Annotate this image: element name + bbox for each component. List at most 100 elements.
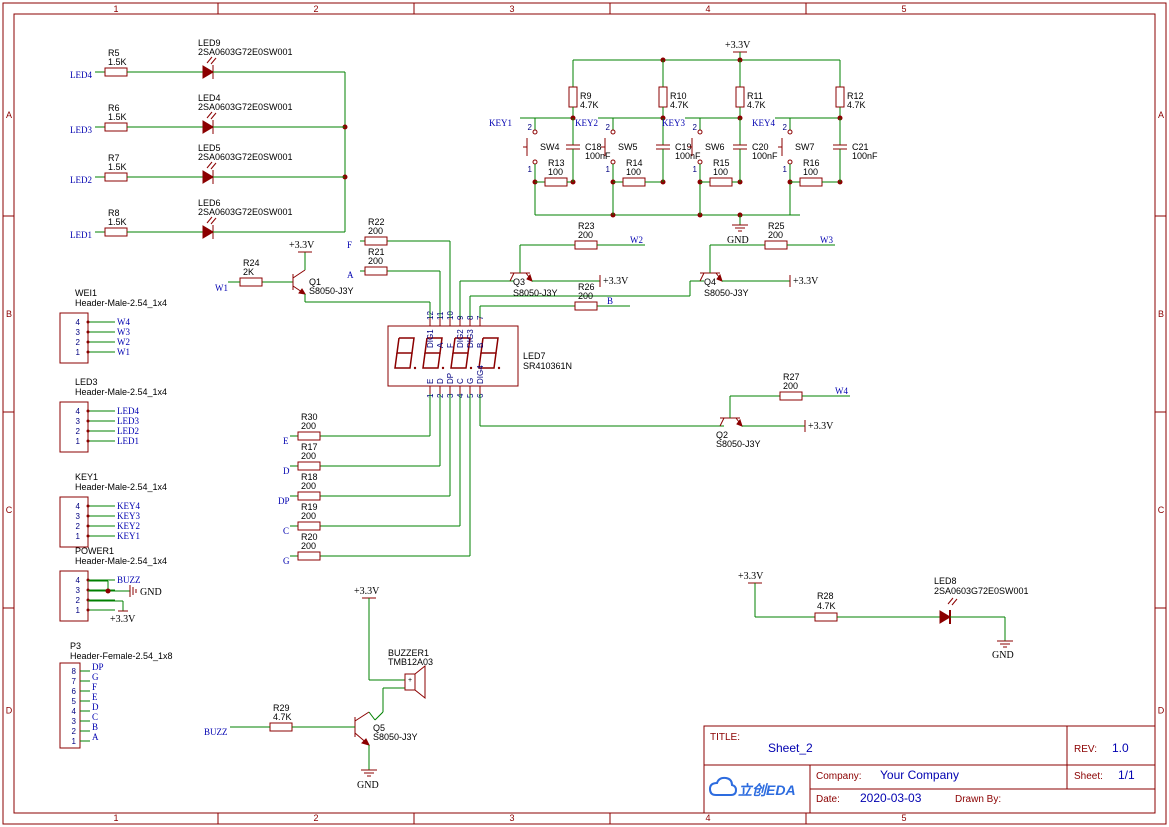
segment-resistor-ref: R18 (301, 472, 318, 482)
header-part: Header-Male-2.54_1x4 (75, 387, 167, 397)
series-resistor (622, 177, 646, 187)
segment-resistor-value: 200 (301, 541, 316, 551)
resistor-ref: R7 (108, 153, 120, 163)
column-mark: 3 (509, 4, 514, 14)
header-body (59, 401, 89, 453)
header-net: LED1 (117, 436, 139, 446)
key-net-label: KEY4 (752, 118, 775, 128)
header-ref: POWER1 (75, 546, 114, 556)
led-part: 2SA0603G72E0SW001 (198, 207, 293, 217)
pin-dot (86, 514, 90, 518)
buzzer-circuit: +3.3V + BUZZER1 TMB12A03 GND (230, 586, 433, 791)
pin-dot (86, 409, 90, 413)
pin-dot (86, 524, 90, 528)
sheet-label: Sheet: (1074, 771, 1103, 782)
row-mark: D (6, 706, 13, 716)
pin-dot (86, 320, 90, 324)
gnd-label: GND (727, 235, 749, 246)
segment-resistor-body (364, 236, 388, 246)
row-mark: D (1158, 706, 1165, 716)
digit-dp (497, 366, 501, 370)
column-mark: 1 (113, 813, 118, 823)
led-ray (206, 111, 213, 119)
gnd-label: GND (140, 587, 162, 598)
display-ref: LED7 (523, 351, 546, 361)
segment-wiring (290, 240, 716, 557)
pin-number: 1 (72, 737, 77, 746)
vcc-label: +3.3V (354, 586, 380, 597)
pullup-resistor (568, 86, 578, 108)
emitter-arrow (526, 273, 533, 282)
pin-number: 1 (528, 165, 533, 174)
pin-number: 4 (76, 502, 81, 511)
row-mark: B (6, 309, 12, 319)
pin-number: 2 (783, 123, 788, 132)
column-mark: 5 (901, 4, 906, 14)
header-net: W2 (117, 337, 130, 347)
header-part: Header-Male-2.54_1x4 (75, 298, 167, 308)
series-resistor (799, 177, 823, 187)
segment-resistor-body (364, 266, 388, 276)
p3-net: G (92, 672, 99, 682)
top-pin-name: B (476, 343, 485, 348)
base-net-label: W3 (820, 235, 833, 245)
base-resistor (574, 240, 598, 250)
segment-resistor-ref: R30 (301, 412, 318, 422)
title-value: Sheet_2 (768, 741, 813, 755)
column-mark: 3 (509, 813, 514, 823)
r28-body (814, 612, 838, 622)
key-matrix: +3.3V GND R94.7KKEY1SW421R13100C18100nFR… (489, 40, 878, 246)
collector (354, 711, 370, 722)
series-ref: R14 (626, 158, 643, 168)
pin-dot (86, 340, 90, 344)
cap-ref: C19 (675, 142, 692, 152)
pin-number: 5 (72, 697, 77, 706)
pin-dot (86, 504, 90, 508)
pullup-ref: R9 (580, 91, 592, 101)
led-ray (206, 56, 213, 64)
pin-number: 2 (693, 123, 698, 132)
segment-resistor-ref: R19 (301, 502, 318, 512)
header-net: W1 (117, 347, 130, 357)
title-block: TITLE: Sheet_2 REV: 1.0 Company: Your Co… (703, 725, 1156, 814)
pin-number: 1 (76, 532, 81, 541)
pin-number: 1 (76, 348, 81, 357)
segment-net-label: G (283, 556, 290, 566)
p3-body (59, 662, 81, 749)
pin-number: 1 (693, 165, 698, 174)
top-pin-name: A (436, 342, 445, 348)
segment-resistor-ref: R22 (368, 217, 385, 227)
digit-lower (478, 352, 497, 369)
header-part: Header-Male-2.54_1x4 (75, 556, 167, 566)
digit-lower (450, 352, 469, 369)
led-ray (210, 217, 217, 225)
buzzer-plus: + (408, 677, 412, 684)
base-net-label: W4 (835, 386, 848, 396)
bottom-pin-name: E (426, 379, 435, 384)
resistor-ref: R5 (108, 48, 120, 58)
buzzer-part: TMB12A03 (388, 657, 433, 667)
led-symbol (202, 225, 214, 239)
header-net: LED3 (117, 416, 139, 426)
switch-ref: SW4 (540, 142, 560, 152)
p3-net: B (92, 722, 98, 732)
segment-net-label: E (283, 436, 289, 446)
led8-ref: LED8 (934, 576, 957, 586)
transistor-ref: Q1 (309, 277, 321, 287)
column-mark: 5 (901, 813, 906, 823)
segment-resistor-body (297, 551, 321, 561)
cap-value: 100nF (585, 151, 611, 161)
p3-net: F (92, 682, 97, 692)
switch-contact (610, 129, 616, 135)
pullup-ref: R11 (747, 91, 763, 101)
segment-resistor-body (297, 431, 321, 441)
